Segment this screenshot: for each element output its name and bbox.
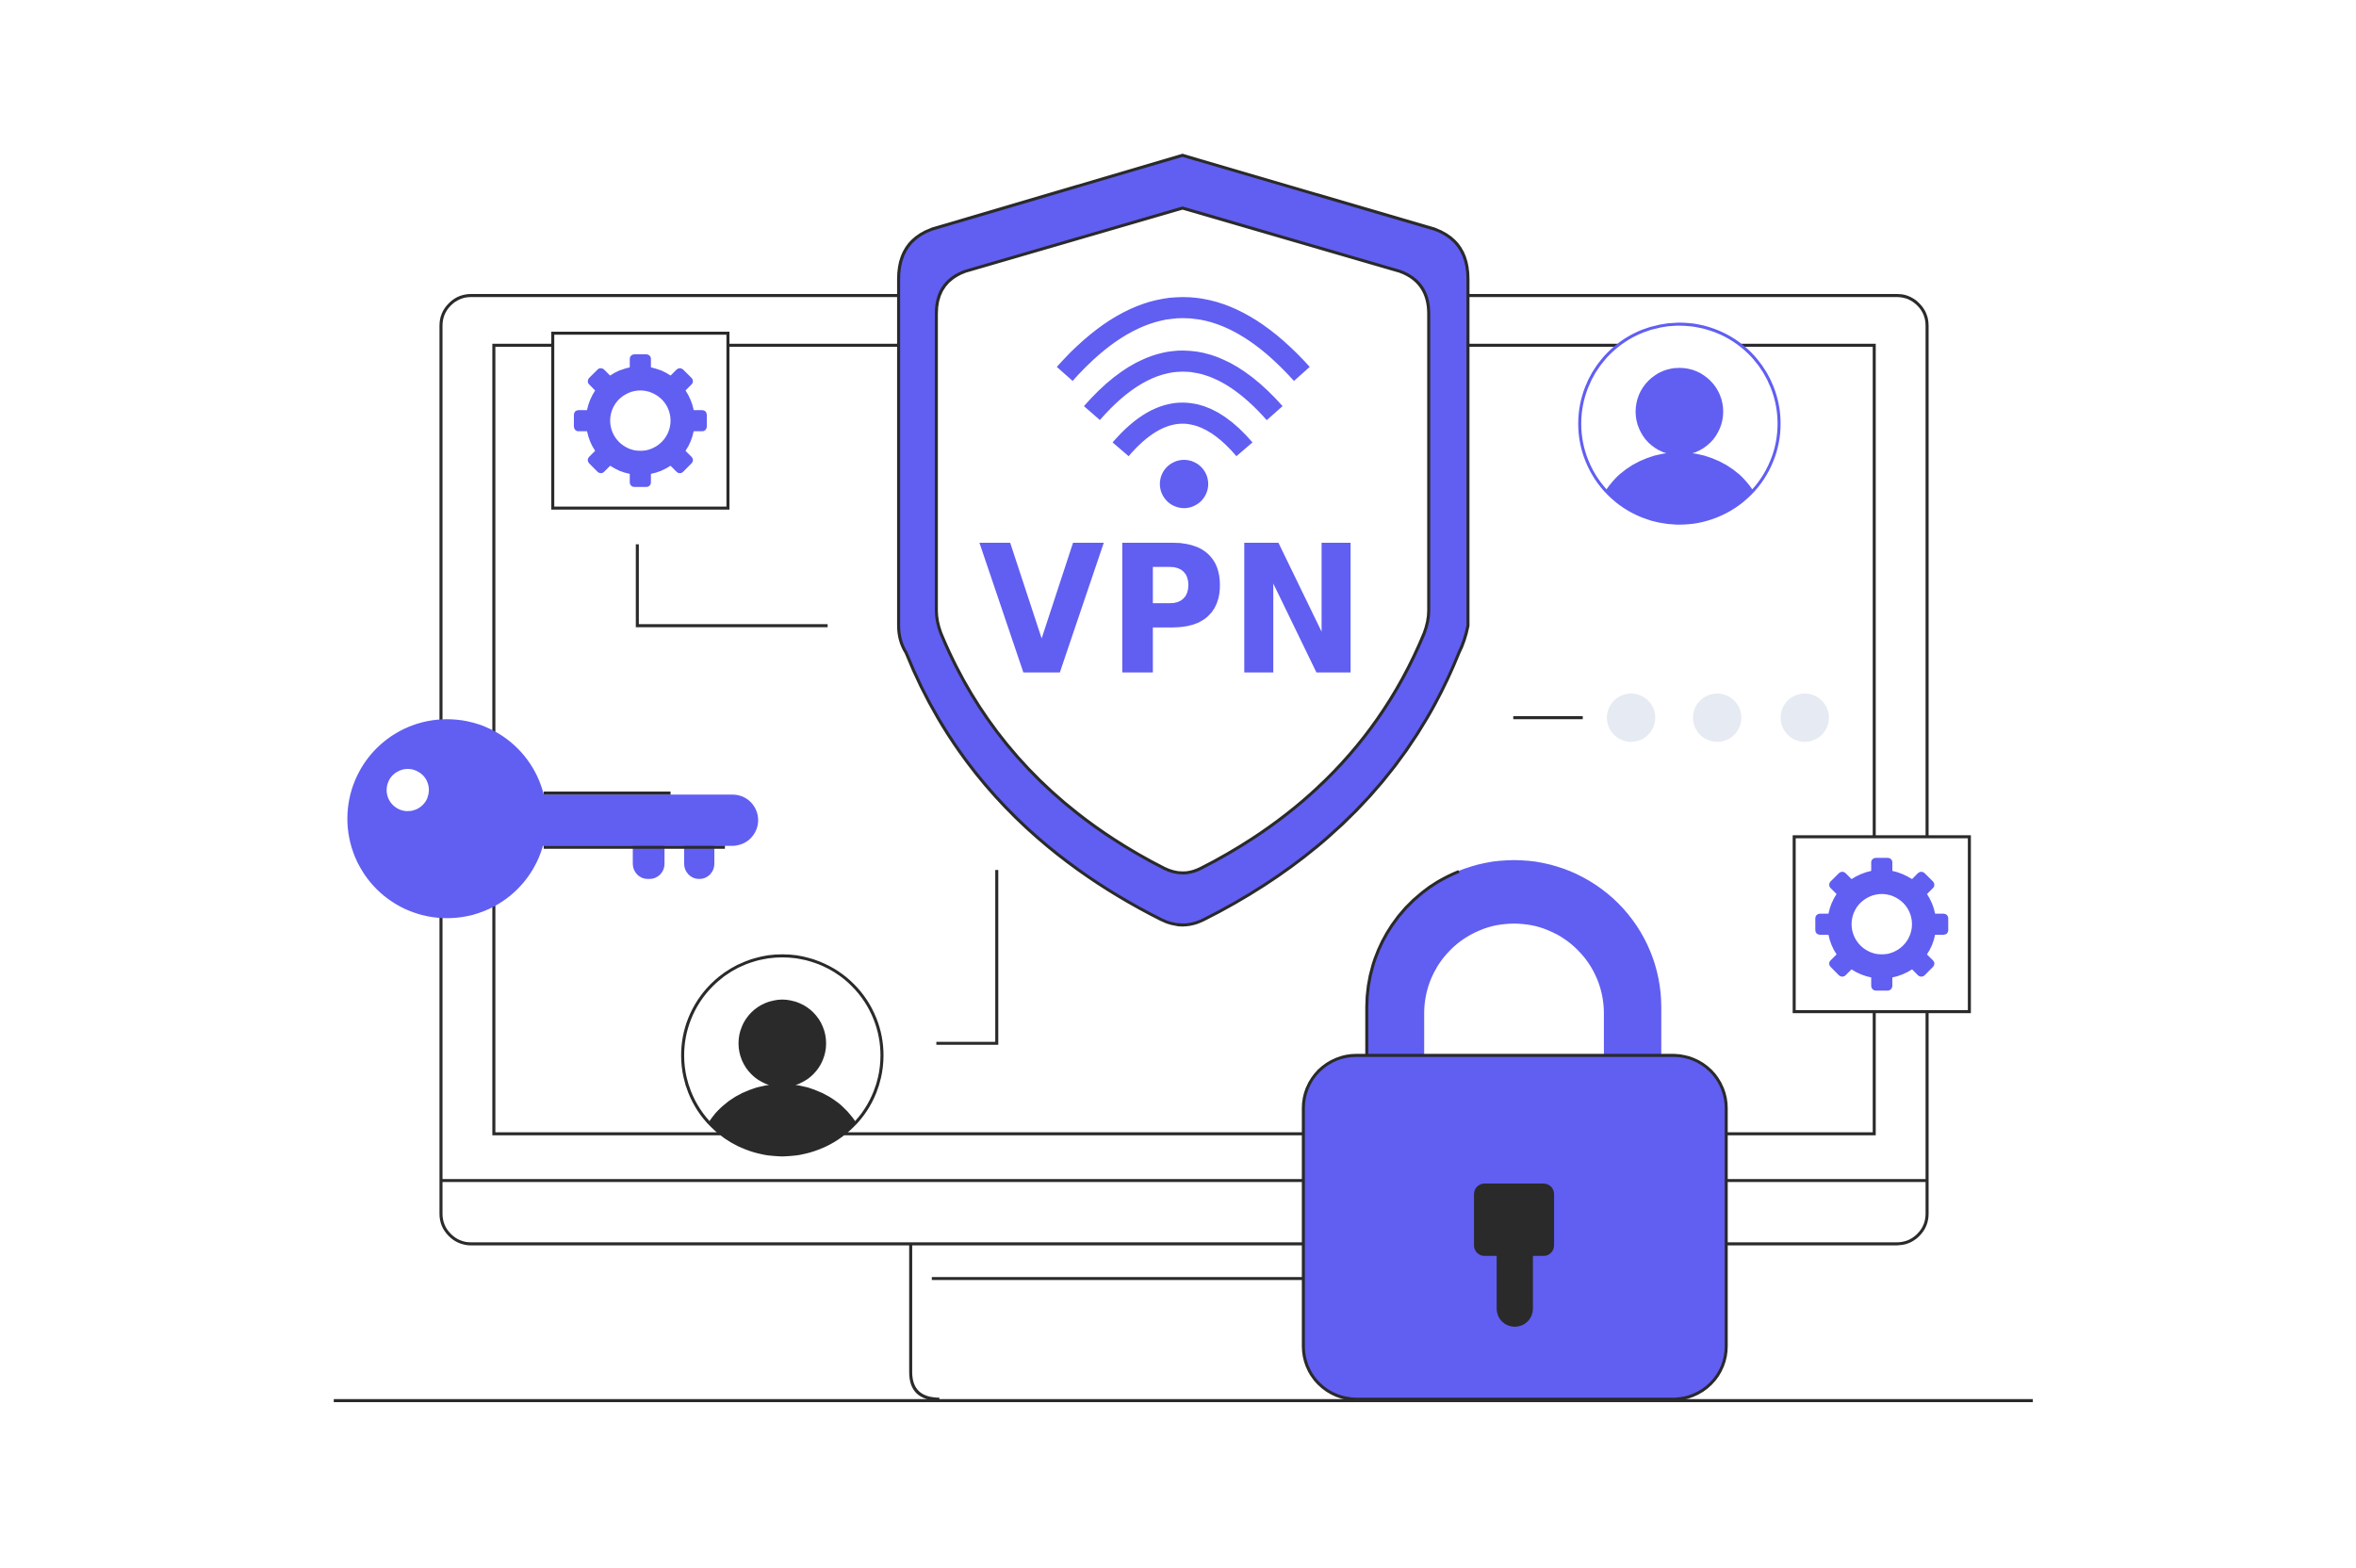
padlock-icon [1301,859,1728,1401]
gear-box-top-left [550,332,730,510]
wifi-icon [1056,297,1310,457]
progress-dots [1607,694,1829,743]
gear-icon [1815,858,1949,991]
shield-icon: VPN [896,154,1470,927]
connector-lines [635,544,1583,1045]
vpn-label: VPN [978,508,1367,715]
keyhole-icon [1474,1184,1555,1327]
gear-box-right [1792,835,1972,1014]
wifi-dot [1159,460,1209,509]
key-icon [347,719,759,919]
user-avatar-icon [680,954,884,1157]
gear-icon [573,354,707,487]
user-avatar-icon [1578,322,1781,525]
